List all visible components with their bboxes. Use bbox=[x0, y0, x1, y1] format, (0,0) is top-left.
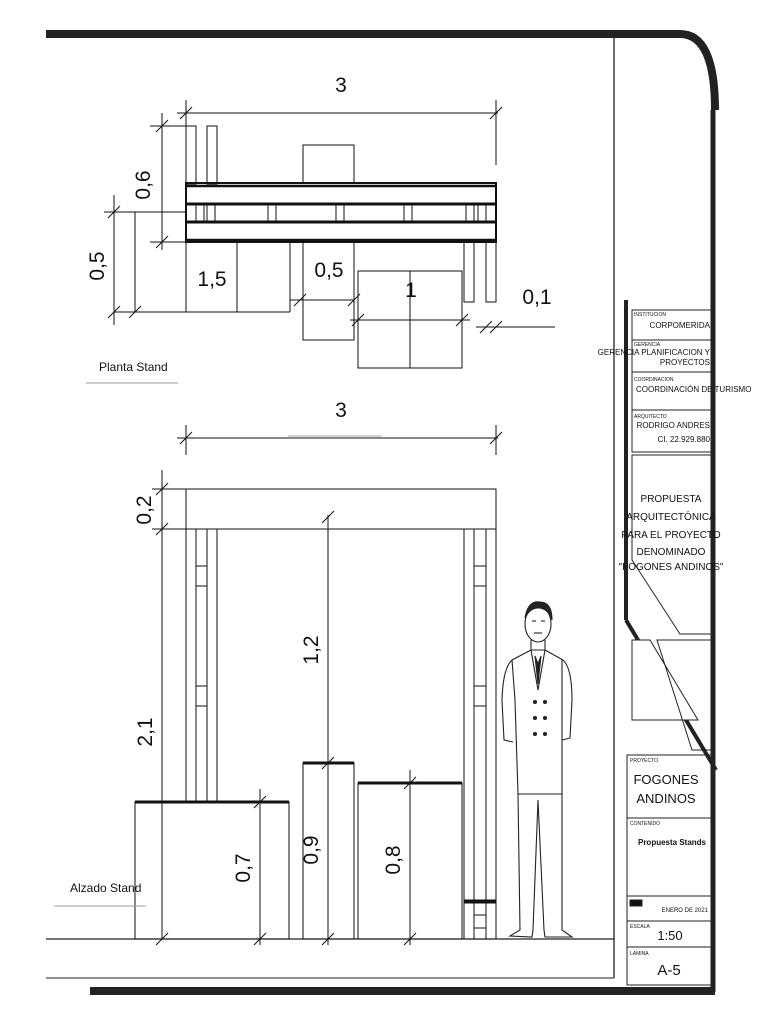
project-description-line-5: "FOGONES ANDINOS" bbox=[619, 562, 724, 573]
escala-value: 1:50 bbox=[657, 928, 682, 943]
institucion-label: INSTITUCION bbox=[634, 312, 666, 318]
plan-view bbox=[86, 100, 555, 384]
coordinacion-value: COORDINACIÓN DE TURISMO bbox=[636, 385, 751, 394]
project-description-line-2: ARQUITECTÓNICA bbox=[626, 510, 716, 523]
elev-left-column bbox=[185, 529, 218, 802]
project-description-line-4: DENOMINADO bbox=[637, 547, 706, 558]
human-figure bbox=[501, 601, 574, 938]
plan-top-module bbox=[302, 144, 355, 184]
contenido-value: Propuesta Stands bbox=[638, 838, 707, 847]
plan-title: Planta Stand bbox=[99, 360, 168, 374]
elev-counter bbox=[134, 801, 290, 940]
plan-post-right-a bbox=[463, 241, 475, 303]
gerencia-value-2: PROYECTOS bbox=[660, 358, 710, 367]
plan-width-label: 3 bbox=[335, 74, 347, 97]
title-block: INSTITUCION CORPOMERIDA GERENCIA GERENCI… bbox=[598, 312, 752, 979]
plan-dimension-labels: 3 0,6 0,5 1,5 0,5 1 0,1 Planta Stand bbox=[86, 74, 552, 374]
plan-post-width-label: 0,1 bbox=[522, 286, 551, 309]
arquitecto-name: RODRIGO ANDRES bbox=[637, 421, 710, 430]
elev-top-beam bbox=[185, 488, 497, 530]
elev-module-height-label: 0,9 bbox=[300, 835, 323, 864]
proyecto-label: PROYECTO bbox=[630, 758, 658, 764]
plan-front-width-label: 1,5 bbox=[197, 268, 226, 291]
elev-beam-height-label: 0,2 bbox=[133, 495, 156, 524]
contenido-label: CONTENIDO bbox=[630, 821, 660, 827]
plan-beam-ticks bbox=[195, 203, 487, 223]
plan-depth-side-label: 0,5 bbox=[86, 251, 109, 280]
plan-depth-top-label: 0,6 bbox=[132, 170, 155, 199]
project-description-line-3: PARA EL PROYECTO bbox=[621, 530, 721, 541]
coordinacion-label: COORDINACION bbox=[634, 377, 674, 383]
elevation-title: Alzado Stand bbox=[70, 881, 141, 895]
lamina-value: A-5 bbox=[657, 962, 680, 979]
sheet-frame bbox=[46, 30, 719, 995]
elevation-view bbox=[54, 425, 503, 946]
lamina-label: LAMINA bbox=[630, 951, 649, 957]
plan-module-box bbox=[302, 241, 355, 341]
institucion-value: CORPOMERIDA bbox=[650, 321, 711, 330]
proyecto-line-1: FOGONES bbox=[633, 772, 698, 787]
elev-box-height-label: 0,8 bbox=[382, 845, 405, 874]
fecha-value: ENERO DE 2021 bbox=[662, 908, 709, 914]
plan-post-right-b bbox=[485, 241, 497, 303]
plan-module-width-label: 0,5 bbox=[314, 259, 343, 282]
elev-width-label: 3 bbox=[335, 399, 347, 422]
elev-opening-height-label: 1,2 bbox=[300, 635, 323, 664]
elevation-dimension-labels: 3 0,2 2,1 1,2 0,7 0,9 0,8 Alzado Stand bbox=[70, 399, 405, 895]
arquitecto-ci: CI. 22.929.880 bbox=[658, 435, 711, 444]
title-block-frames bbox=[626, 309, 713, 986]
plan-box-width-label: 1 bbox=[405, 279, 417, 302]
elev-right-column bbox=[463, 529, 497, 940]
elev-total-height-label: 2,1 bbox=[134, 717, 157, 746]
proyecto-line-2: ANDINOS bbox=[636, 791, 696, 806]
escala-label: ESCALA bbox=[630, 924, 650, 930]
elev-counter-height-label: 0,7 bbox=[232, 853, 255, 882]
project-description-line-1: PROPUESTA bbox=[641, 494, 702, 505]
gerencia-label: GERENCIA bbox=[634, 342, 661, 348]
arquitecto-label: ARQUITECTO bbox=[634, 414, 667, 420]
gerencia-value-1: GERENCIA PLANIFICACION Y bbox=[598, 348, 711, 357]
plan-post-left-b bbox=[206, 125, 218, 185]
plan-post-left-a bbox=[185, 125, 197, 185]
plan-beam-outer bbox=[185, 182, 497, 243]
